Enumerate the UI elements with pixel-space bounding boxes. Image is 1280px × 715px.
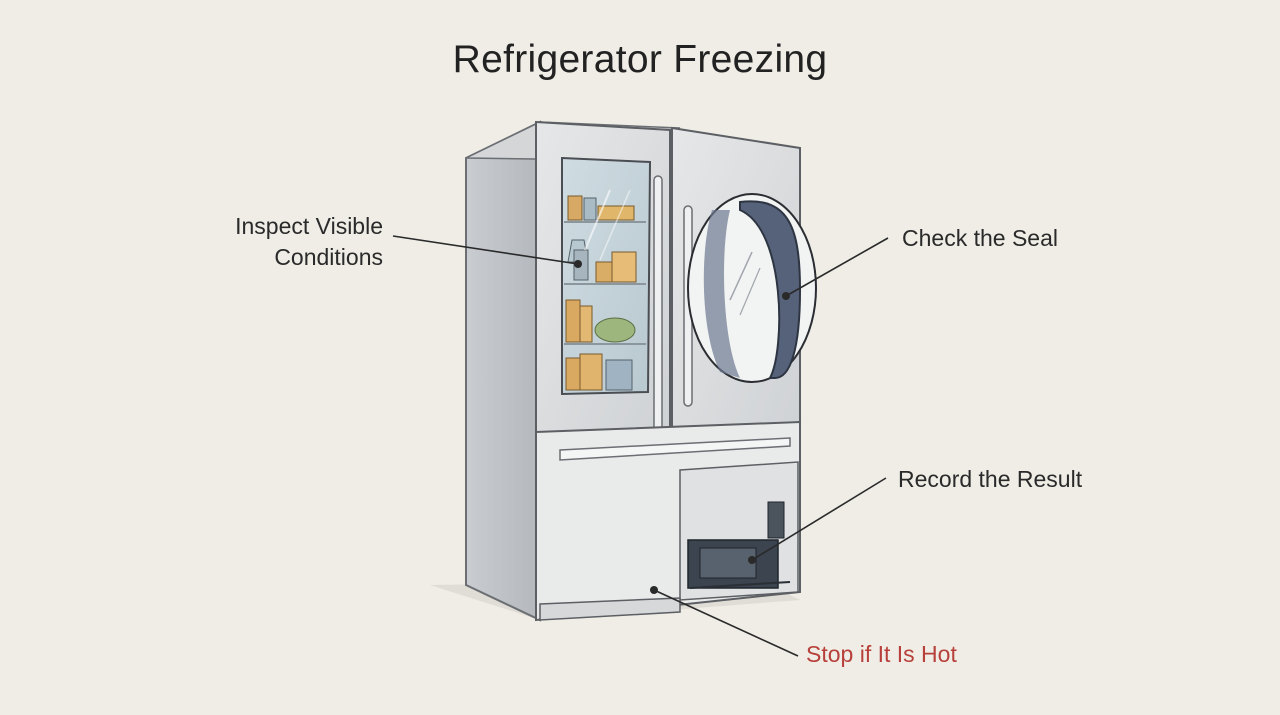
- base-plate: [539, 597, 681, 621]
- door-seal-gasket: [687, 193, 817, 383]
- compressor-unit: [687, 501, 791, 589]
- callout-dot-stop: [650, 586, 658, 594]
- callout-line-seal: [785, 237, 889, 297]
- freezer-drawer-handle: [559, 437, 791, 461]
- door-window-interior: [561, 156, 652, 396]
- callout-line-inspect: [392, 235, 579, 265]
- fridge-side-panel: [465, 120, 541, 622]
- callout-dot-inspect: [574, 260, 582, 268]
- callout-dot-seal: [782, 292, 790, 300]
- callout-label-record: Record the Result: [898, 466, 1083, 492]
- callout-dot-record: [748, 556, 756, 564]
- left-door-handle: [653, 175, 663, 433]
- callout-label-inspect-line2: Conditions: [274, 244, 383, 270]
- diagram-title: Refrigerator Freezing: [452, 38, 828, 81]
- callout-line-stop: [653, 589, 799, 657]
- callout-line-record: [751, 477, 887, 561]
- callout-label-stop: Stop if It Is Hot: [806, 641, 957, 667]
- callout-label-inspect: Inspect Visible Conditions: [200, 211, 383, 273]
- callout-label-inspect-line1: Inspect Visible: [235, 213, 383, 239]
- callout-label-seal: Check the Seal: [902, 225, 1058, 251]
